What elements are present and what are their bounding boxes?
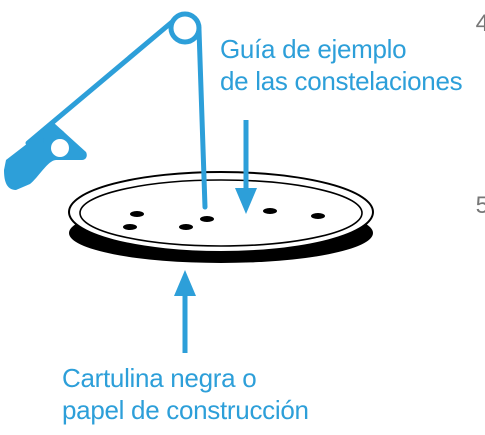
guide-label-line1: Guía de ejemplo xyxy=(220,34,407,64)
arrow-to-guide-icon xyxy=(235,120,257,214)
step-number-5: 5 xyxy=(475,192,485,219)
guide-label-line2: de las constelaciones xyxy=(220,66,463,96)
cardboard-label-line1: Cartulina negra o xyxy=(62,363,257,393)
hole xyxy=(311,213,325,219)
hole xyxy=(123,224,137,230)
hole xyxy=(179,224,193,230)
guide-label: Guía de ejemplo de las constelaciones xyxy=(220,33,463,97)
safety-pin-icon xyxy=(4,11,208,210)
cardboard-label: Cartulina negra o papel de construcción xyxy=(62,362,309,426)
hole xyxy=(200,216,214,222)
arrow-to-cardboard-icon xyxy=(174,270,196,353)
hole xyxy=(130,211,144,217)
cardboard-label-line2: papel de construcción xyxy=(62,395,309,425)
constellation-holes xyxy=(123,208,325,230)
step-number-4: 4 xyxy=(475,10,485,37)
top-disk-inner-rim xyxy=(79,179,363,247)
hole xyxy=(263,208,277,214)
